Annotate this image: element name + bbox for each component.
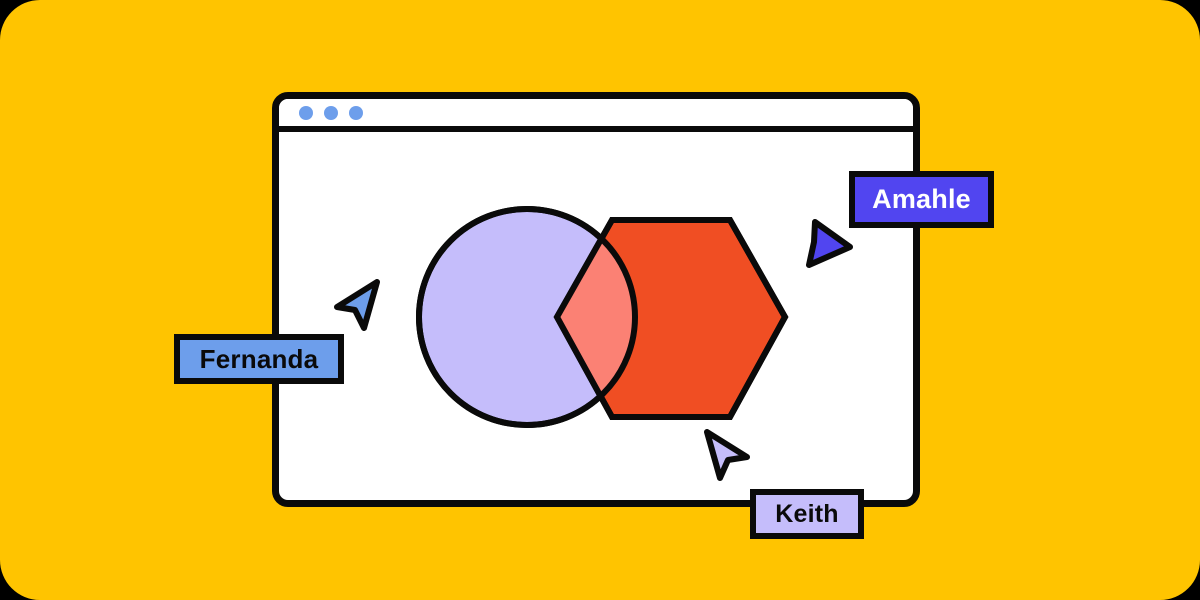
- shape-hexagon-outline: [553, 217, 789, 420]
- collaborator-tag-fernanda[interactable]: Fernanda: [174, 334, 344, 384]
- cursor-amahle-icon: [806, 219, 853, 268]
- collaborator-name-label: Amahle: [872, 184, 971, 214]
- window-dot-1-icon[interactable]: [299, 105, 313, 120]
- collaborator-name-label: Fernanda: [199, 343, 319, 374]
- cursor-keith-icon: [704, 429, 750, 481]
- shape-overlap-region: [557, 220, 635, 417]
- browser-titlebar: [279, 99, 913, 132]
- window-dot-3-icon[interactable]: [349, 105, 363, 120]
- window-dot-2-icon[interactable]: [324, 105, 338, 120]
- collaborator-tag-amahle[interactable]: Amahle: [849, 171, 994, 228]
- browser-viewport[interactable]: [279, 132, 913, 500]
- design-canvas: [416, 206, 789, 428]
- collaborator-name-label: Keith: [775, 499, 839, 528]
- shape-circle-outline: [416, 206, 638, 428]
- browser-window: [272, 92, 920, 507]
- collaborator-tag-keith[interactable]: Keith: [750, 489, 864, 539]
- cursor-fernanda-icon: [334, 279, 380, 331]
